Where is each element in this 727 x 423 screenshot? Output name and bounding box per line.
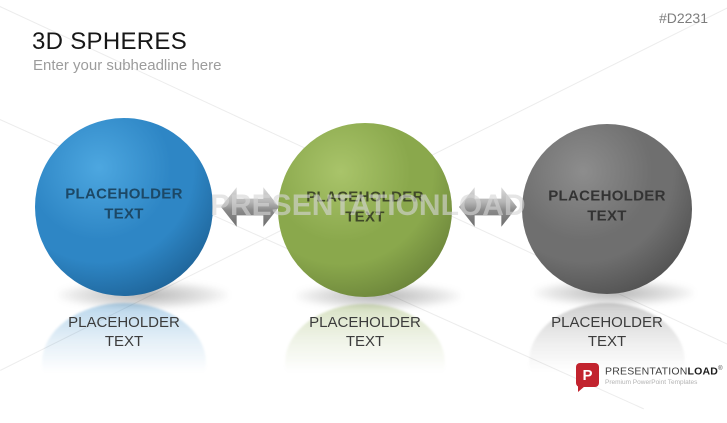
- sphere-caption[interactable]: PLACEHOLDER TEXT: [39, 313, 209, 351]
- caption-line2: TEXT: [345, 333, 385, 350]
- caption-line1: PLACEHOLDER: [551, 314, 663, 331]
- slide-title[interactable]: 3D SPHERES: [32, 28, 188, 55]
- sphere-label[interactable]: PLACEHOLDER TEXT: [278, 188, 452, 228]
- sphere-green[interactable]: PLACEHOLDER TEXT: [278, 123, 452, 297]
- sphere-label-line2: TEXT: [345, 208, 385, 226]
- brand-tagline: Premium PowerPoint Templates: [605, 378, 698, 386]
- sphere-label-line1: PLACEHOLDER: [306, 188, 424, 206]
- logo-letter: P: [582, 366, 593, 384]
- presentationload-logo: P PRESENTATIONLOAD® Premium PowerPoint T…: [576, 363, 723, 392]
- registered-mark: ®: [718, 366, 723, 372]
- brand-name-bold: LOAD: [687, 365, 719, 378]
- slide-subheadline[interactable]: Enter your subheadline here: [33, 57, 222, 74]
- slide-canvas: 3D SPHERES Enter your subheadline here #…: [0, 6, 727, 423]
- sphere-label-line1: PLACEHOLDER: [65, 185, 183, 203]
- sphere-blue[interactable]: PLACEHOLDER TEXT: [35, 118, 213, 296]
- sphere-gray[interactable]: PLACEHOLDER TEXT: [522, 124, 692, 294]
- sphere-reflection: [529, 303, 685, 421]
- sphere-label[interactable]: PLACEHOLDER TEXT: [522, 187, 692, 227]
- caption-line1: PLACEHOLDER: [68, 314, 180, 331]
- caption-line1: PLACEHOLDER: [309, 314, 421, 331]
- caption-line2: TEXT: [587, 333, 627, 350]
- brand-name-regular: PRESENTATION: [605, 365, 688, 378]
- caption-line2: TEXT: [104, 333, 144, 350]
- presentationload-logo-icon: P: [576, 363, 599, 392]
- template-id-tag: #D2231: [658, 10, 708, 26]
- sphere-label[interactable]: PLACEHOLDER TEXT: [35, 185, 213, 225]
- logo-speech-tail: [578, 386, 585, 392]
- sphere-label-line2: TEXT: [587, 207, 627, 225]
- sphere-reflection: [42, 303, 206, 423]
- sphere-reflection: [285, 304, 445, 422]
- sphere-caption[interactable]: PLACEHOLDER TEXT: [280, 313, 450, 351]
- sphere-caption[interactable]: PLACEHOLDER TEXT: [522, 313, 692, 351]
- brand-name: PRESENTATIONLOAD®: [605, 363, 723, 378]
- watermark-text: PRESENTATIONLOAD: [210, 189, 526, 222]
- sphere-label-line2: TEXT: [104, 205, 144, 223]
- sphere-label-line1: PLACEHOLDER: [548, 187, 666, 205]
